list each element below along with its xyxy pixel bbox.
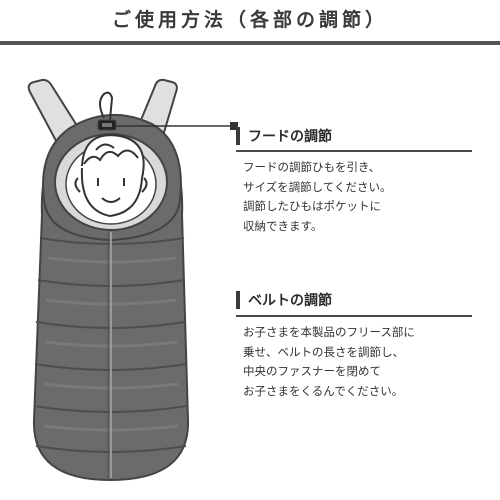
hood-line-1: フードの調節ひもを引き、 (243, 160, 381, 174)
page-title: ご使用方法（各部の調節） (111, 9, 388, 31)
hood-line-2: サイズを調節してください。 (243, 179, 392, 194)
section-hood-rule (236, 150, 472, 152)
belt-line-3: 中央のファスナーを閉めて (243, 364, 381, 378)
sleeping-bag-illustration (27, 78, 238, 482)
section-hood-title: フードの調節 (248, 129, 332, 145)
title-divider (0, 41, 500, 45)
section-hood-heading: フードの調節 (236, 126, 332, 146)
heading-bar (236, 291, 240, 309)
belt-line-1: お子さまを本製品のフリース部に (243, 325, 415, 339)
section-belt-heading: ベルトの調節 (236, 290, 332, 310)
hood-line-3: 調節したひもはポケットに (243, 199, 381, 213)
hood-line-4: 収納できます。 (243, 218, 323, 233)
section-hood-text: フードの調節ひもを引き、 サイズを調節してください。 調節したひもはポケットに … (243, 158, 391, 236)
belt-line-2: 乗せ、ベルトの長さを調節し、 (243, 344, 404, 359)
section-belt-text: お子さまを本製品のフリース部に 乗せ、ベルトの長さを調節し、 中央のファスナーを… (243, 323, 415, 401)
heading-bar (236, 127, 240, 145)
section-belt-rule (236, 315, 472, 317)
belt-line-4: お子さまをくるんでください。 (243, 383, 404, 398)
baby-face (74, 134, 148, 218)
hood-cord (99, 91, 114, 121)
section-belt-title: ベルトの調節 (248, 293, 332, 309)
